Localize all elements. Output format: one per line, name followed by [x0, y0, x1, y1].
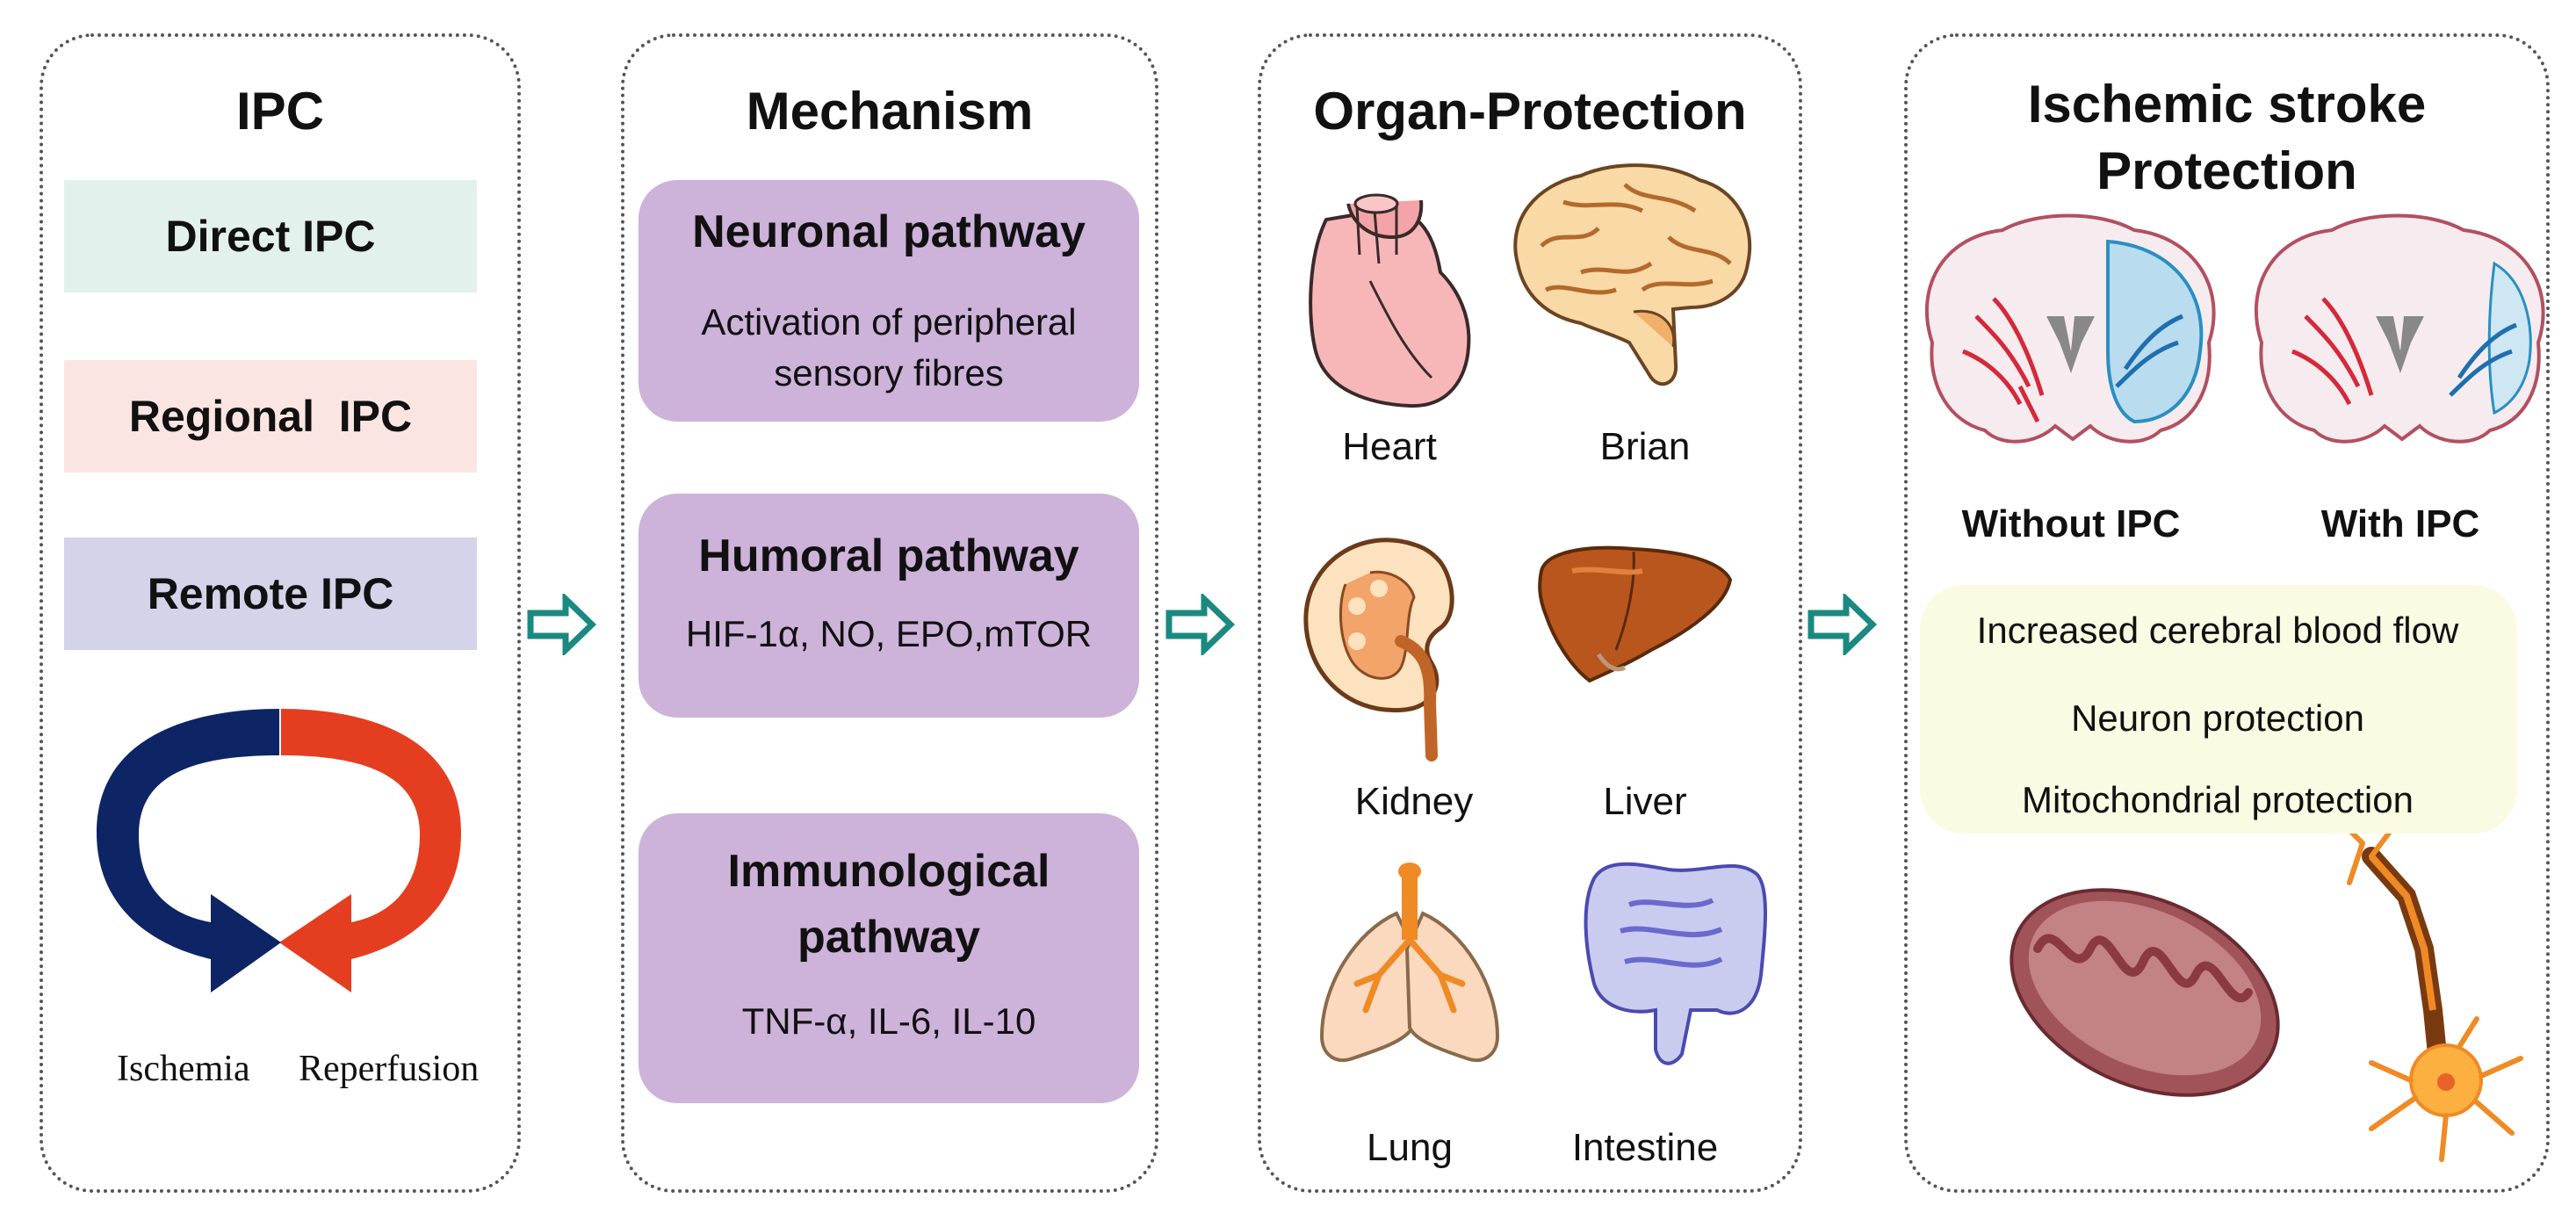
mechanism-panel: Mechanism	[621, 33, 1158, 1193]
immunological-pathway-heading-2: pathway	[797, 912, 981, 963]
direct-ipc-label: Direct IPC	[165, 212, 376, 261]
remote-ipc-label: Remote IPC	[147, 569, 394, 618]
direct-ipc-box: Direct IPC	[64, 180, 477, 292]
protection-item-2: Neuron protection	[2071, 697, 2364, 739]
heart-label: Heart	[1342, 425, 1437, 468]
neuronal-pathway-heading: Neuronal pathway	[692, 206, 1086, 257]
ipc-title: IPC	[235, 82, 325, 141]
brain-label: Brian	[1599, 425, 1691, 468]
ischemia-reperfusion-cycle-icon	[97, 709, 461, 993]
stroke-title-line-2: Protection	[2096, 141, 2357, 200]
humoral-pathway-heading: Humoral pathway	[698, 531, 1079, 581]
organ-protection-title: Organ-Protection	[1313, 82, 1747, 141]
protection-item-1: Increased cerebral blood flow	[1976, 610, 2459, 651]
neuronal-pathway-detail-1: Activation of peripheral	[701, 301, 1077, 343]
mitochondrion-icon	[2010, 888, 2280, 1097]
immunological-pathway-detail: TNF-α, IL-6, IL-10	[741, 1000, 1036, 1042]
reperfusion-arc	[279, 709, 461, 993]
brain-section-icon	[1924, 213, 2216, 444]
heart-icon	[1309, 193, 1471, 408]
neuronal-pathway-detail-2: sensory fibres	[774, 352, 1004, 393]
flow-arrow-icon	[527, 594, 597, 655]
mechanism-title: Mechanism	[746, 82, 1034, 141]
intestine-icon	[1584, 862, 1767, 1065]
brain-section-icon	[2254, 213, 2545, 444]
ischemia-label: Ischemia	[117, 1049, 250, 1089]
neuron-icon	[2307, 797, 2523, 1162]
humoral-pathway-detail: HIF-1α, NO, EPO,mTOR	[685, 613, 1093, 654]
immunological-pathway-heading-1: Immunological	[727, 846, 1050, 897]
stroke-protection-panel: Ischemic stroke Protection	[1904, 33, 2550, 1193]
immunological-pathway-box: Immunological pathway TNF-α, IL-6, IL-10	[639, 813, 1139, 1103]
reperfusion-label: Reperfusion	[299, 1049, 480, 1089]
without-ipc-label: Without IPC	[1961, 502, 2181, 545]
with-ipc-label: With IPC	[2320, 502, 2480, 545]
intestine-label: Intestine	[1571, 1126, 1719, 1169]
stroke-title-line-1: Ischemic stroke	[2027, 75, 2427, 134]
remote-ipc-box: Remote IPC	[64, 538, 477, 650]
lung-icon	[1319, 863, 1500, 1062]
kidney-icon	[1303, 538, 1454, 762]
organ-protection-panel: Organ-Protection	[1258, 33, 1802, 1193]
lung-label: Lung	[1367, 1126, 1453, 1169]
neuronal-pathway-box: Neuronal pathway Activation of periphera…	[639, 180, 1139, 422]
regional-ipc-label: Regional IPC	[128, 392, 413, 441]
ischemia-arc	[97, 709, 281, 993]
flow-arrow-icon	[1808, 594, 1878, 655]
flow-arrow-icon	[1165, 594, 1236, 655]
kidney-label: Kidney	[1354, 780, 1474, 823]
brain-icon	[1513, 163, 1752, 386]
liver-label: Liver	[1603, 780, 1687, 823]
protection-item-3: Mitochondrial protection	[2022, 779, 2414, 820]
humoral-pathway-box: Humoral pathway HIF-1α, NO, EPO,mTOR	[639, 494, 1139, 718]
protection-box	[1920, 585, 2517, 834]
ipc-panel: IPC	[40, 33, 521, 1193]
regional-ipc-box: Regional IPC	[64, 360, 477, 473]
liver-icon	[1538, 545, 1733, 683]
